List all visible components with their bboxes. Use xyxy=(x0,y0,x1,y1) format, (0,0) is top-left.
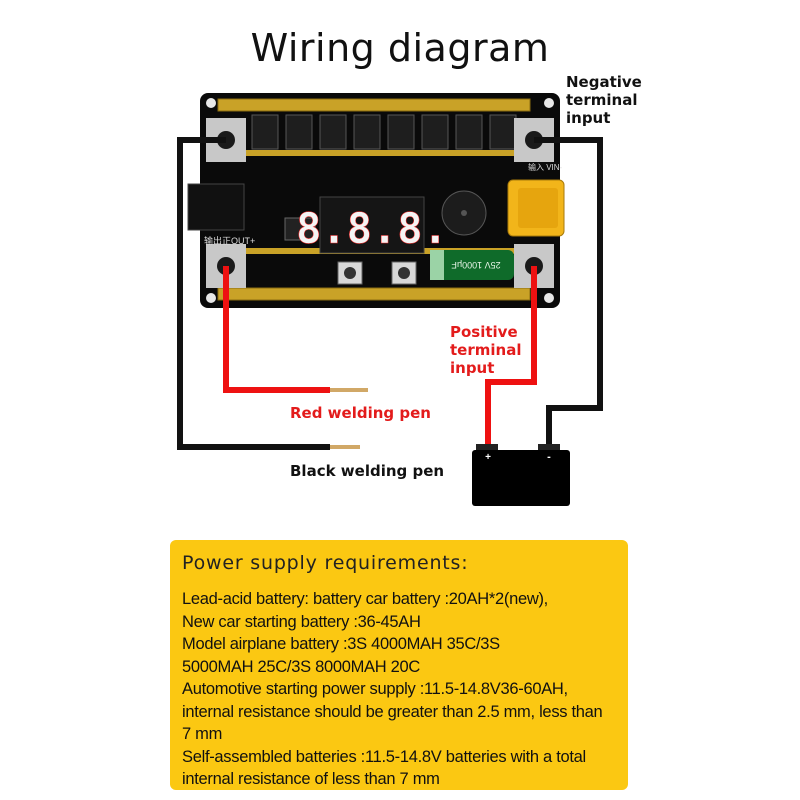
mosfet-row xyxy=(251,114,517,150)
battery: + - xyxy=(472,444,570,506)
requirement-line: 7 mm xyxy=(182,725,223,743)
requirement-line: New car starting battery :36-45AH xyxy=(182,612,421,631)
positive-terminal-label: Positive terminal input xyxy=(450,323,522,377)
requirement-line: Model airplane battery :3S 4000MAH 35C/3… xyxy=(182,635,500,653)
dc-jack xyxy=(187,183,245,231)
red-welding-pen-label: Red welding pen xyxy=(290,404,431,422)
negative-terminal-label: Negative terminal input xyxy=(566,73,642,127)
xt60-connector xyxy=(507,179,565,237)
power-requirements-panel: Power supply requirements: Lead-acid bat… xyxy=(170,540,628,790)
red-wire-right xyxy=(485,266,537,446)
battery-minus: - xyxy=(547,451,551,463)
top-copper-bar xyxy=(217,98,531,112)
bottom-copper-bar xyxy=(217,287,531,301)
requirement-line: internal resistance of less than 7 mm xyxy=(182,770,440,788)
requirements-title: Power supply requirements: xyxy=(182,552,469,574)
black-welding-pen-label: Black welding pen xyxy=(290,462,445,480)
controller-chip xyxy=(284,217,316,241)
seven-segment-display: 8.8.8. xyxy=(296,196,448,254)
black-wire-right xyxy=(534,137,603,446)
requirement-line: Self-assembled batteries :11.5-14.8V bat… xyxy=(182,747,586,766)
page-title: Wiring diagram xyxy=(250,26,550,70)
requirement-line: Automotive starting power supply :11.5-1… xyxy=(182,680,568,698)
black-wire-left xyxy=(177,137,330,450)
capacitor-text: 25V 1000μF xyxy=(451,260,501,270)
out-label: 输出正OUT+ xyxy=(204,235,255,246)
pcb-board: 8.8.8. 25V 1000μF 输出正OUT+ 输入 VIN- xyxy=(187,93,565,308)
battery-plus: + xyxy=(485,452,491,463)
in-label: 输入 VIN- xyxy=(528,162,563,172)
display-digits: 8.8.8. xyxy=(296,204,448,253)
requirement-line: 5000MAH 25C/3S 8000MAH 20C xyxy=(182,657,421,676)
requirement-line: internal resistance should be greater th… xyxy=(182,702,603,721)
capacitor: 25V 1000μF xyxy=(430,250,514,280)
requirement-line: Lead-acid battery: battery car battery :… xyxy=(182,590,548,608)
red-wire-left xyxy=(223,266,330,393)
